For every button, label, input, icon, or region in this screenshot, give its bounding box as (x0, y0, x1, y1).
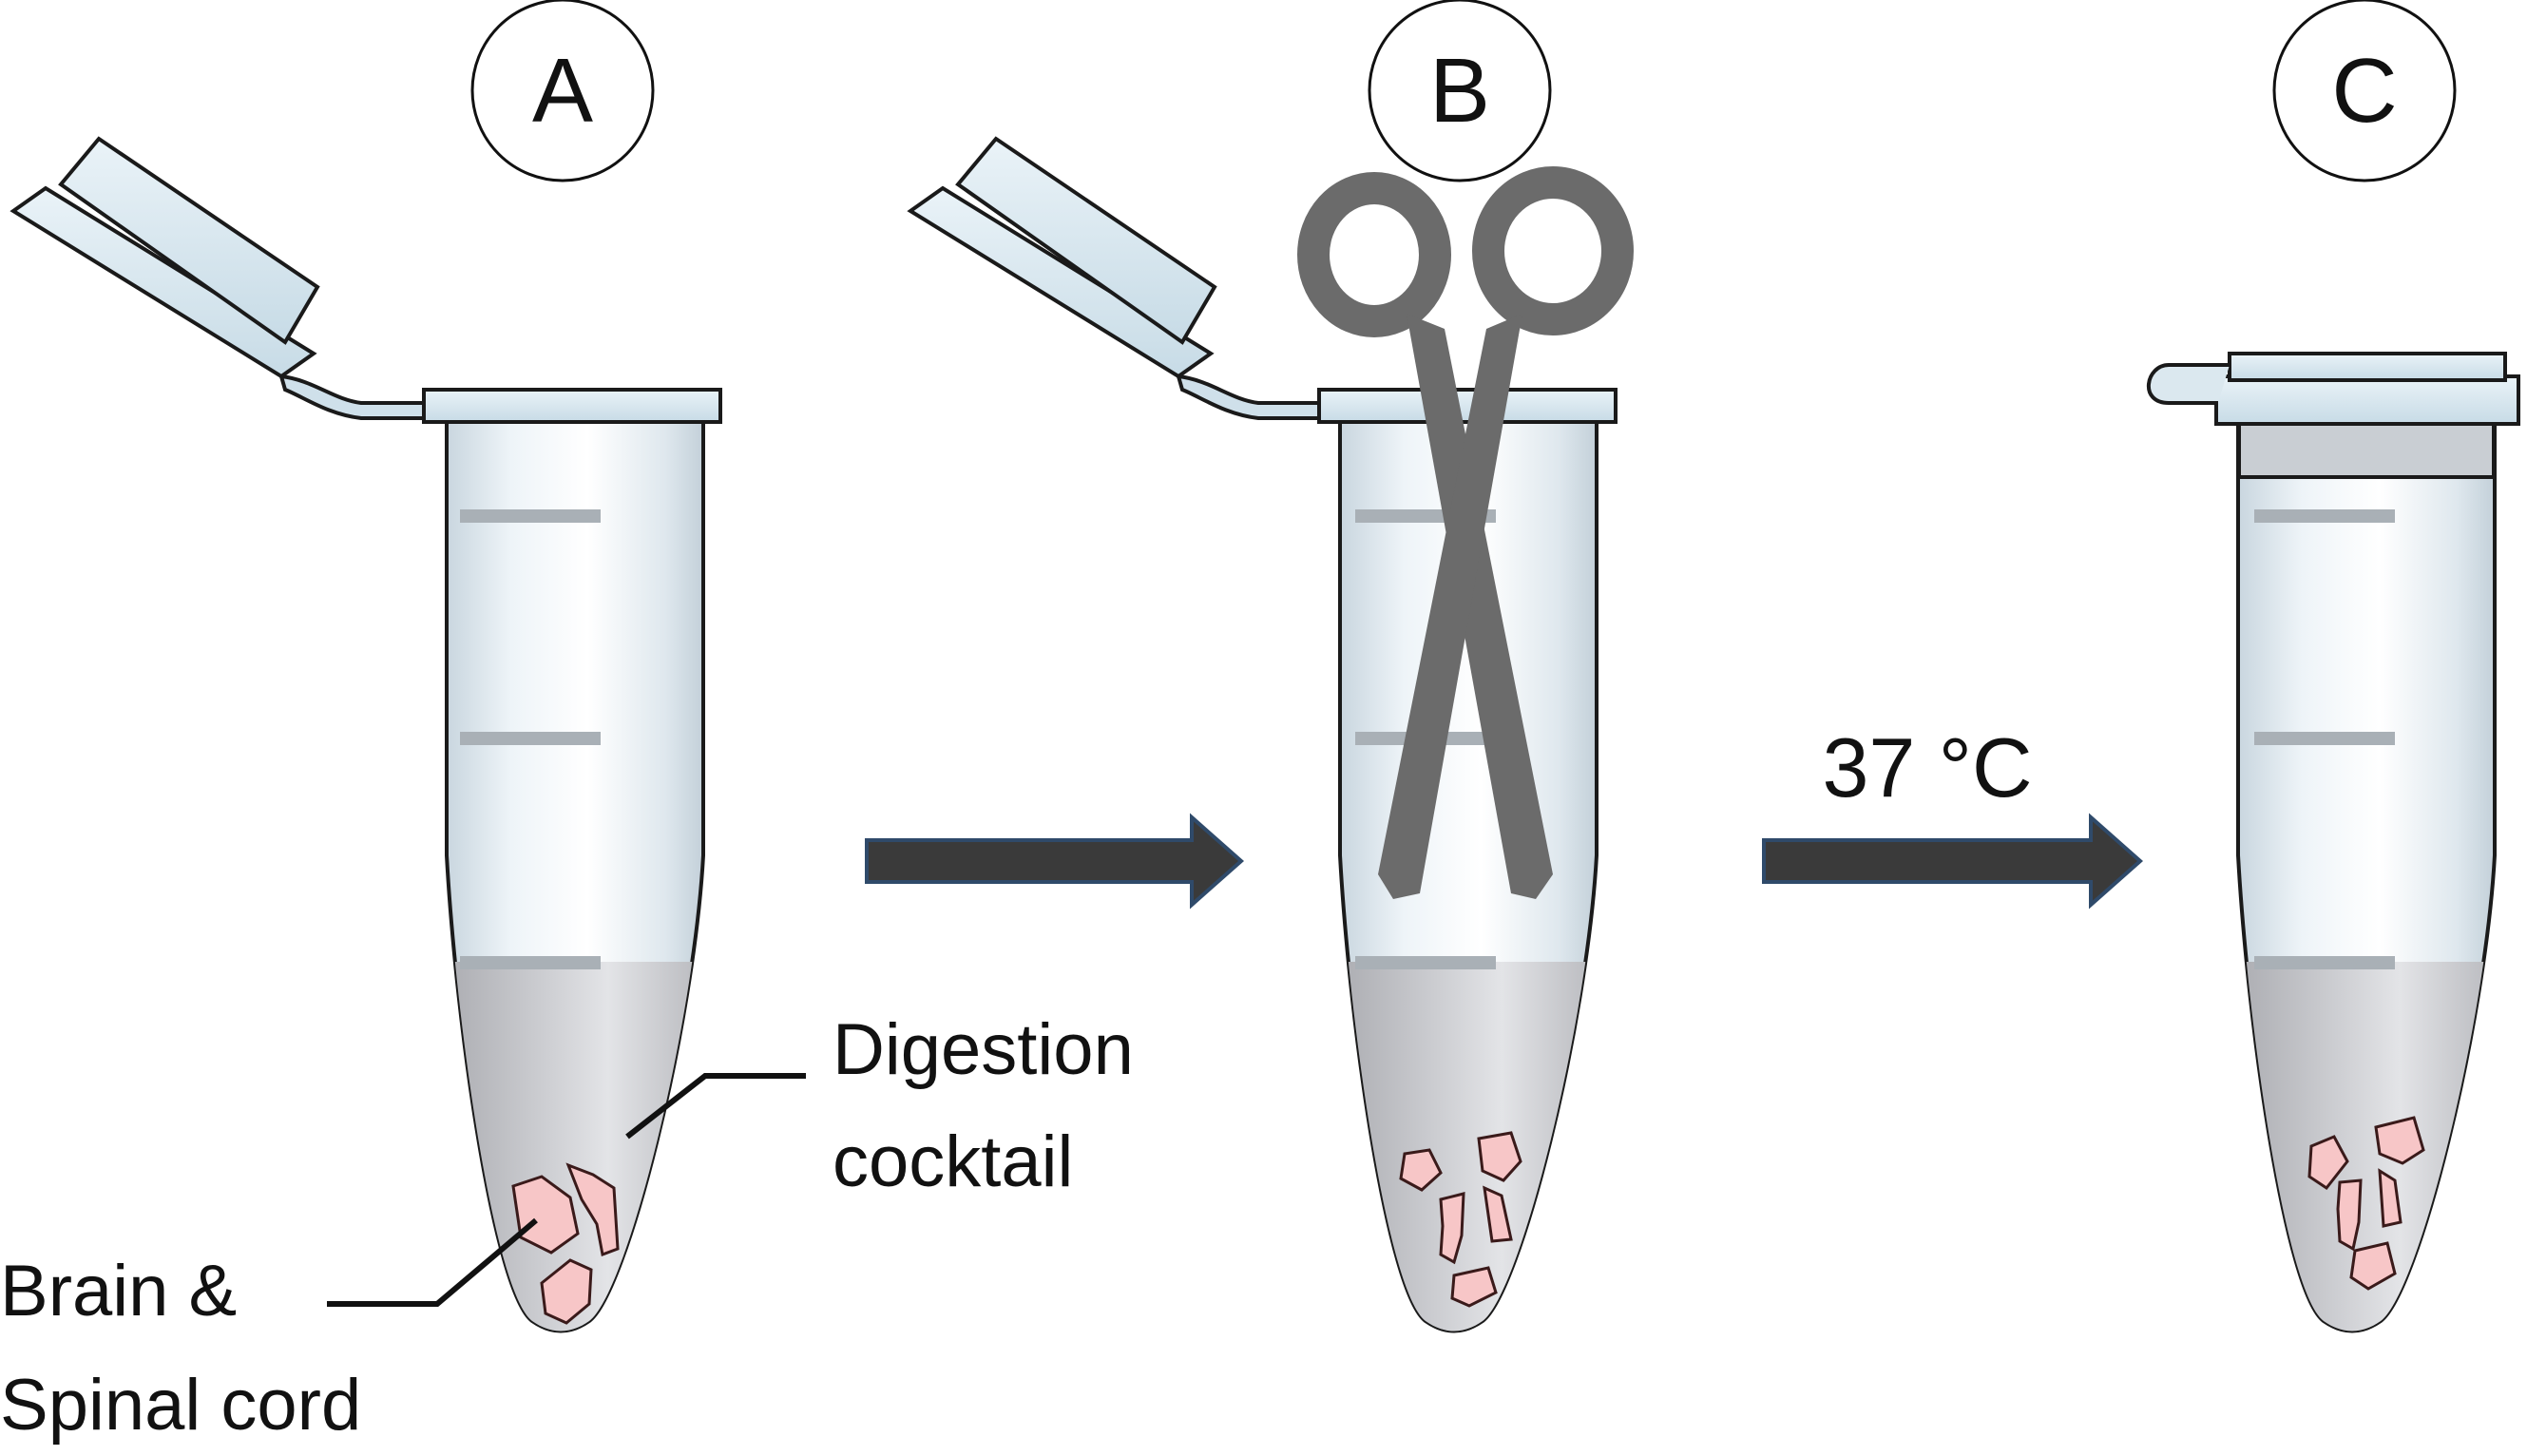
tissue-leader-line (327, 1217, 538, 1307)
tissue-pieces-a (511, 1162, 620, 1325)
arrow-a-to-b (865, 813, 1245, 910)
panel-c-label: C (2331, 40, 2397, 142)
tube-c (2147, 352, 2520, 1333)
tube-rim-a (422, 388, 722, 424)
panel-a-label: A (532, 40, 593, 142)
tissue-pieces-c (2307, 1116, 2425, 1291)
graduation-mark (1355, 956, 1496, 969)
graduation-mark (2254, 509, 2395, 523)
open-cap-icon (907, 136, 1323, 420)
digestion-label-line1: Digestion (833, 1009, 1134, 1090)
graduation-mark (460, 732, 601, 745)
scissors-icon (1297, 166, 1634, 899)
tissue-label-line1: Brain & (0, 1251, 237, 1331)
panel-b-label: B (1429, 40, 1490, 142)
panel-b-badge (1368, 0, 1552, 182)
graduation-mark (460, 509, 601, 523)
open-cap-icon (10, 136, 430, 420)
graduation-mark (460, 956, 601, 969)
digestion-liquid-c (2238, 962, 2495, 1331)
closed-cap-icon (2147, 352, 2520, 479)
tissue-pieces-b (1399, 1131, 1522, 1308)
tube-rim-b (1317, 388, 1618, 424)
tissue-label-line2: Spinal cord (0, 1365, 361, 1446)
panel-c-badge (2272, 0, 2457, 182)
panel-a-badge (470, 0, 655, 182)
incubation-temperature-label: 37 °C (1822, 720, 2032, 814)
tube-a (422, 388, 722, 1333)
graduation-mark (2254, 956, 2395, 969)
panel-c: C (2147, 0, 2520, 1333)
arrow-b-to-c (1762, 813, 2144, 910)
graduation-mark (2254, 732, 2395, 745)
digestion-label-line2: cocktail (833, 1121, 1073, 1202)
digestion-leader-line (625, 1073, 806, 1140)
